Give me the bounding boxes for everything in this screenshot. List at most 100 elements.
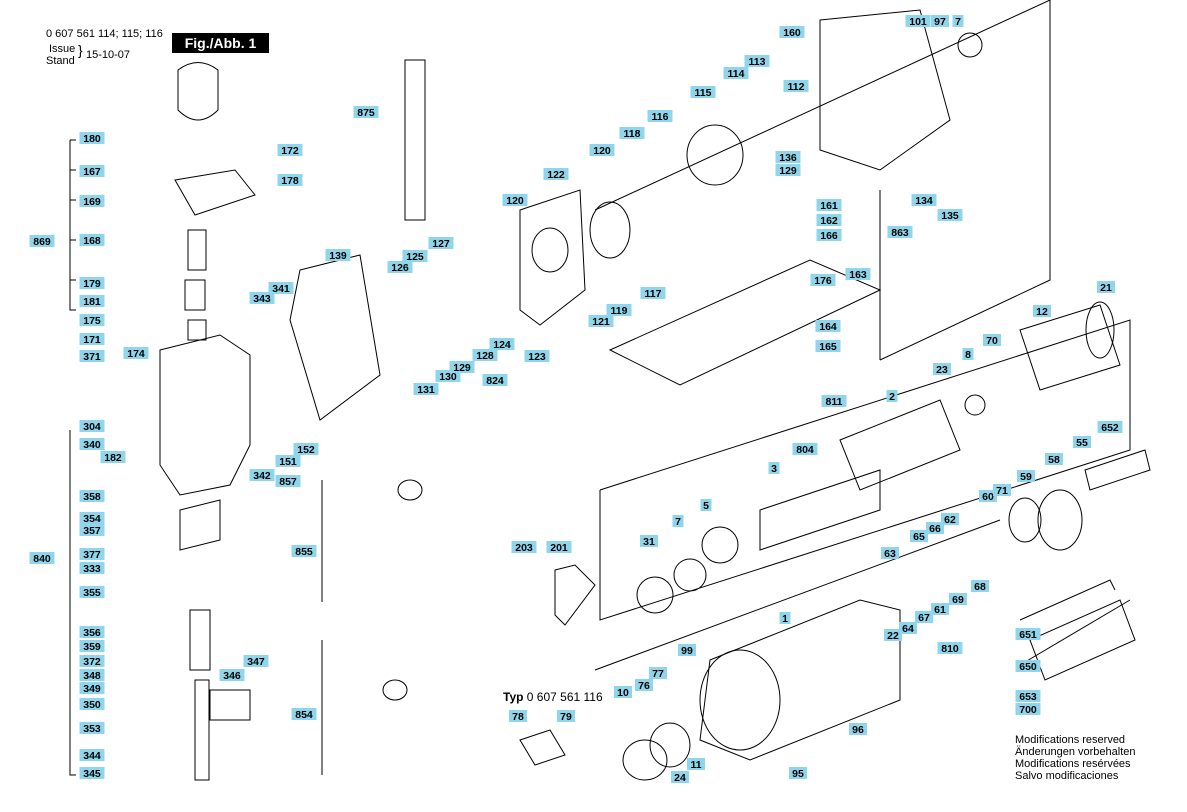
part-label-background [123,347,149,359]
part-label-text: 653 [1019,691,1037,703]
housing-12-part [1019,304,1121,391]
part-label-text: 2 [889,391,895,403]
part-label-background [29,552,55,564]
part-label-345: 345 [79,767,105,780]
part-label-background [293,443,319,455]
part-label-background [821,395,847,407]
part-label-text: 5 [703,500,709,512]
part-label-651: 651 [1015,628,1041,641]
part-label-background [79,669,105,681]
part-label-text: 164 [819,321,837,333]
part-label-text: 129 [453,362,471,374]
part-label-background [783,80,809,92]
part-label-background [524,350,550,362]
part-label-344: 344 [79,749,105,762]
part-label-background [402,250,428,262]
part-label-115: 115 [690,86,716,99]
blade-clamp-part [177,62,219,121]
part-label-background [671,771,689,783]
part-label-text: 372 [83,656,101,668]
part-label-text: 116 [652,111,669,123]
plate-opening [531,227,569,273]
part-label-text: 201 [550,542,568,554]
part-label-113: 113 [744,55,770,68]
part-label-text: 66 [929,523,941,535]
part-label-175: 175 [79,314,105,327]
part-label-869: 869 [29,235,55,248]
notice-line: Änderungen vorbehalten [1015,746,1136,758]
part-label-background [557,710,575,722]
sleeve-31-part [636,576,674,614]
part-label-background [79,524,105,536]
stand-label: Stand [46,55,75,67]
part-label-1: 1 [779,612,791,625]
part-label-text: 120 [506,195,524,207]
notice-line: Modifications resérvées [1015,758,1131,770]
saw-blade-part [1019,599,1131,666]
part-label-112: 112 [783,80,809,93]
part-label-background [687,758,705,770]
part-label-text: 166 [820,230,838,242]
part-label-2: 2 [886,390,898,403]
bearing-group-855-part [397,479,423,501]
notice-line: Modifications reserved [1015,734,1126,746]
housing-opening [699,649,781,751]
part-label-126: 126 [387,261,413,274]
part-label-background [79,234,105,246]
part-label-text: 12 [1036,306,1048,318]
part-label-text: 128 [476,350,494,362]
part-label-23: 23 [933,363,951,376]
part-label-background [983,334,1001,346]
part-label-96: 96 [849,723,867,736]
part-label-372: 372 [79,655,105,668]
part-label-357: 357 [79,524,105,537]
part-label-text: 151 [279,456,297,468]
part-label-text: 31 [643,536,655,548]
part-label-117: 117 [640,287,666,300]
part-label-10: 10 [614,686,632,699]
part-label-background [277,174,303,186]
part-label-text: 824 [486,375,504,387]
part-label-background [672,515,684,527]
part-label-text: 7 [675,516,681,528]
part-label-background [792,443,818,455]
part-label-text: 172 [281,145,299,157]
part-label-background [79,314,105,326]
guide-bracket-part [179,499,221,551]
collar-59-part [1008,497,1042,543]
part-label-background [887,226,913,238]
part-label-text: 61 [934,604,946,616]
part-label-text: 58 [1048,454,1060,466]
part-label-135: 135 [937,209,963,222]
part-label-text: 23 [936,364,948,376]
part-label-background [910,530,928,542]
part-label-background [546,541,572,553]
part-label-text: 176 [814,275,832,287]
part-label-11: 11 [687,758,705,771]
part-label-text: 120 [593,145,611,157]
part-label-355: 355 [79,586,105,599]
part-label-background [79,626,105,638]
part-label-background [79,586,105,598]
bearing-97-part [957,32,983,58]
part-label-background [606,304,632,316]
part-label-text: 171 [83,334,101,346]
part-label-background [815,320,841,332]
part-label-text: 60 [982,491,994,503]
part-label-24: 24 [671,771,689,784]
part-label-77: 77 [649,667,667,680]
part-label-background [1015,628,1041,640]
part-label-background [931,15,949,27]
part-label-background [489,338,515,350]
group-bracket-840 [69,430,76,776]
part-label-172: 172 [277,144,303,157]
bearing-8-part [964,394,986,416]
part-label-text: 67 [918,612,930,624]
part-label-128: 128 [472,349,498,362]
part-label-354: 354 [79,512,105,525]
part-label-55: 55 [1073,436,1091,449]
part-label-652: 652 [1097,421,1123,434]
part-label-97: 97 [931,15,949,28]
part-label-text: 863 [891,227,909,239]
part-label-810: 810 [937,642,963,655]
